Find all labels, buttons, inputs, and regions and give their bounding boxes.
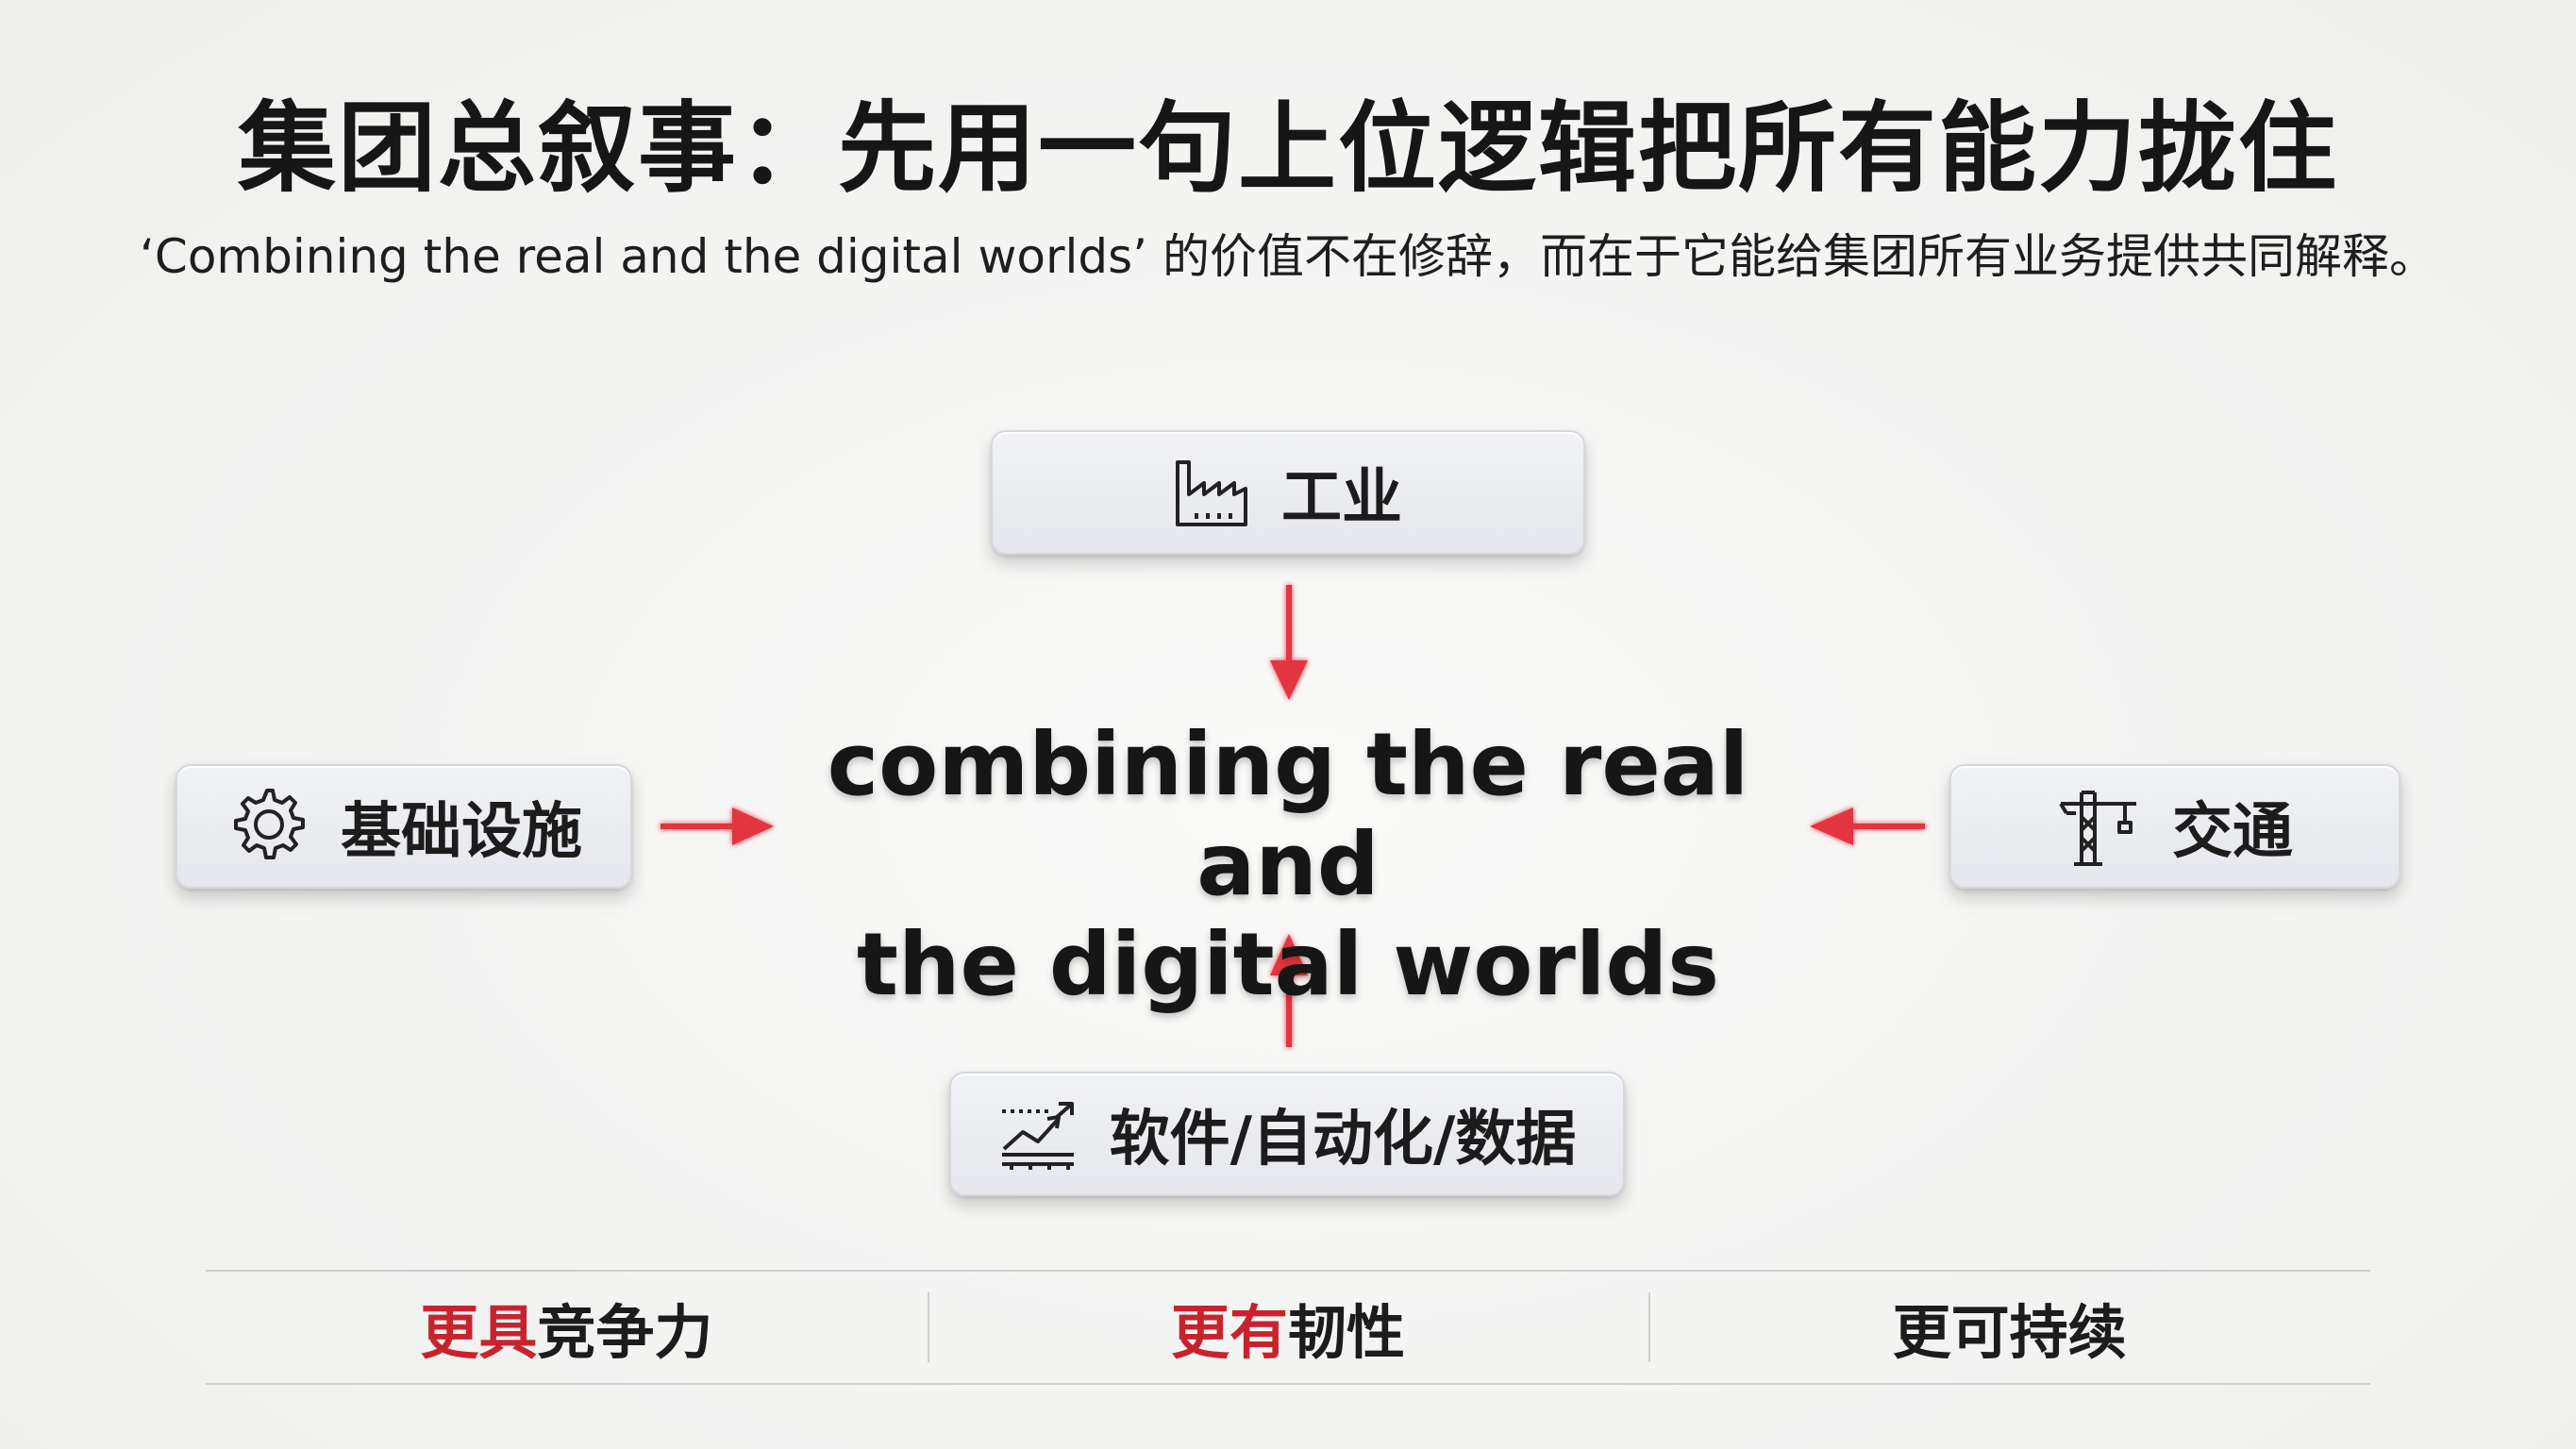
node-software-label: 软件/自动化/数据 <box>1109 1105 1577 1174</box>
center-statement-line2: the digital worlds <box>856 914 1720 1015</box>
node-transportation: 交通 <box>1949 764 2400 889</box>
node-industry: 工业 <box>991 430 1585 555</box>
node-infrastructure: 基础设施 <box>176 764 632 889</box>
factory-icon <box>1174 457 1249 528</box>
pillar-resilient-accent: 更有 <box>1170 1298 1288 1367</box>
pillar-resilient: 更有韧性 <box>927 1272 1649 1383</box>
arrow-top-to-center <box>1270 585 1308 700</box>
center-statement: combining the real and the digital world… <box>774 715 1802 1015</box>
page-subtitle: ‘Combining the real and the digital worl… <box>140 229 2436 284</box>
pillar-sustainable: 更可持续 <box>1648 1272 2370 1383</box>
crane-icon <box>2057 785 2140 868</box>
node-software-automation-data: 软件/自动化/数据 <box>949 1072 1625 1196</box>
center-statement-line1: combining the real and <box>827 714 1749 915</box>
node-infrastructure-label: 基础设施 <box>341 797 582 867</box>
pillar-competitive-rest: 竞争力 <box>537 1298 713 1367</box>
gear-icon <box>226 785 309 868</box>
arrow-left-to-center <box>661 808 774 845</box>
pillar-resilient-rest: 韧性 <box>1288 1298 1406 1367</box>
arrow-bottom-to-center <box>1270 934 1308 1047</box>
pillar-competitive-accent: 更具 <box>420 1298 538 1367</box>
node-transportation-label: 交通 <box>2172 797 2293 867</box>
pillars-bar: 更具竞争力 更有韧性 更可持续 <box>206 1270 2370 1385</box>
pillar-sustainable-rest: 更可持续 <box>1892 1298 2127 1367</box>
pillar-competitive: 更具竞争力 <box>206 1272 928 1383</box>
page-title: 集团总叙事：先用一句上位逻辑把所有能力拢住 <box>237 91 2338 206</box>
chart-trend-icon <box>998 1096 1078 1172</box>
arrow-right-to-center <box>1810 808 1925 845</box>
node-industry-label: 工业 <box>1281 463 1402 533</box>
